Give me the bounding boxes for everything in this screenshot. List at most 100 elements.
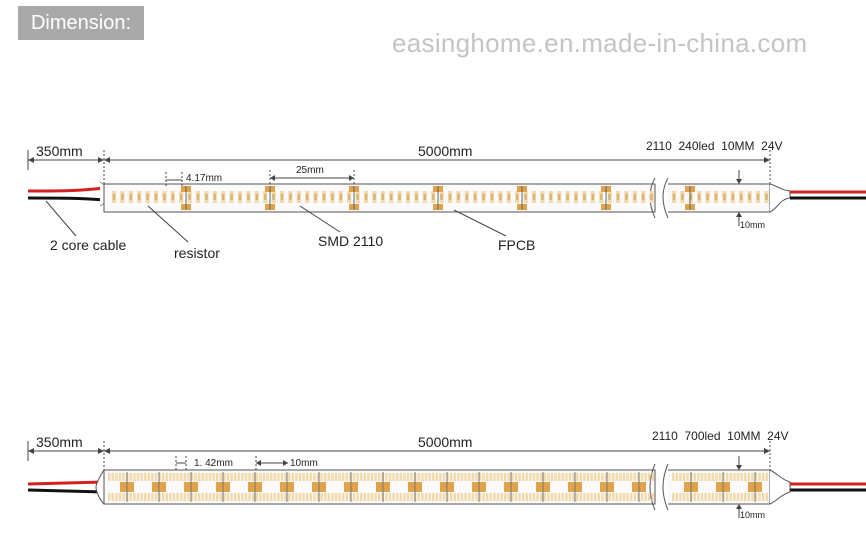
led-row-2 xyxy=(108,472,768,502)
led-chip xyxy=(708,473,711,481)
led-chip xyxy=(700,493,704,501)
led-chip xyxy=(686,493,689,501)
led-chip xyxy=(320,493,323,501)
led-chip xyxy=(244,493,248,501)
led-chip xyxy=(118,493,122,501)
section-title: Dimension: xyxy=(18,6,144,40)
led-chip-core xyxy=(331,194,334,200)
led-chip xyxy=(421,473,424,481)
led-chip xyxy=(356,473,359,481)
cut-line xyxy=(158,472,160,502)
led-chip xyxy=(612,493,615,501)
led-chip xyxy=(360,473,363,481)
led-chip xyxy=(172,493,176,501)
led-chip xyxy=(700,473,704,481)
led-chip-core xyxy=(322,194,326,200)
led-chip xyxy=(345,493,348,501)
led-chip xyxy=(536,493,539,501)
led-chip xyxy=(651,493,654,501)
led-chip xyxy=(291,473,294,481)
cut-line xyxy=(606,472,608,502)
led-chip-core xyxy=(765,194,768,200)
led-chip xyxy=(298,473,302,481)
led-chip xyxy=(396,493,399,501)
led-chip xyxy=(342,493,345,501)
led-chip xyxy=(604,493,608,501)
led-chip xyxy=(729,493,732,501)
led-chip xyxy=(252,493,255,501)
led-chip xyxy=(223,473,226,481)
led-chip xyxy=(385,493,388,501)
led-chip xyxy=(590,493,593,501)
watermark: easinghome.en.made-in-china.com xyxy=(392,28,808,58)
led-chip xyxy=(165,473,168,481)
led-chip-core xyxy=(289,194,292,200)
led-chip xyxy=(198,493,201,501)
led-chip-core xyxy=(373,194,376,200)
led-chip xyxy=(187,493,190,501)
led-chip xyxy=(619,493,622,501)
led-chip-core xyxy=(314,194,317,200)
led-chip-core xyxy=(616,194,620,200)
led-chip xyxy=(399,493,402,501)
cut-line xyxy=(521,186,523,210)
led-chip xyxy=(518,493,521,501)
led-chip-core xyxy=(138,194,141,200)
led-chip xyxy=(630,493,633,501)
cut-line xyxy=(722,472,724,502)
led-chip xyxy=(583,473,586,481)
led-chip xyxy=(715,493,718,501)
led-chip xyxy=(183,473,186,481)
led-chip xyxy=(547,493,550,501)
width-label-2: 10mm xyxy=(740,510,765,520)
led-chip xyxy=(726,473,729,481)
led-chip-core xyxy=(390,194,393,200)
led-chip xyxy=(489,493,492,501)
led-chip xyxy=(417,473,420,481)
led-chip xyxy=(744,473,747,481)
led-chip-core xyxy=(213,194,216,200)
led-chip xyxy=(194,493,197,501)
led-chip xyxy=(601,493,604,501)
led-chip xyxy=(169,473,172,481)
led-chip xyxy=(648,473,651,481)
led-chip xyxy=(306,493,309,501)
led-chip xyxy=(338,473,341,481)
led-chip xyxy=(144,493,147,501)
led-chip xyxy=(180,493,183,501)
led-chip xyxy=(758,473,761,481)
led-chip xyxy=(241,473,244,481)
led-chip xyxy=(733,473,736,481)
led-chip-core xyxy=(457,194,460,200)
led-chip xyxy=(722,493,725,501)
led-chip xyxy=(284,493,287,501)
led-chip-core xyxy=(255,194,258,200)
led-chip xyxy=(518,473,521,481)
cut-line xyxy=(318,472,320,502)
led-chip xyxy=(754,473,758,481)
led-chip xyxy=(327,473,330,481)
led-chip xyxy=(248,493,251,501)
spec-label-2: 2110 700led 10MM 24V xyxy=(652,429,789,443)
led-chip xyxy=(421,493,424,501)
led-chip-core xyxy=(566,194,569,200)
led-chip xyxy=(464,473,467,481)
led-chip xyxy=(151,473,154,481)
cut-line xyxy=(382,472,384,502)
led-chip xyxy=(266,493,269,501)
led-chip xyxy=(679,493,682,501)
led-chip xyxy=(428,493,431,501)
led-chip xyxy=(399,473,402,481)
led-chip xyxy=(500,493,503,501)
resistor-label: resistor xyxy=(174,245,220,261)
led-chip xyxy=(651,473,654,481)
led-chip-core xyxy=(448,194,452,200)
led-chip xyxy=(736,473,740,481)
led-chip xyxy=(309,473,312,481)
cut-line xyxy=(222,472,224,502)
led-chip xyxy=(212,493,215,501)
led-chip xyxy=(252,473,255,481)
led-chip xyxy=(334,473,338,481)
led-chip xyxy=(446,493,449,501)
led-chip xyxy=(726,493,729,501)
